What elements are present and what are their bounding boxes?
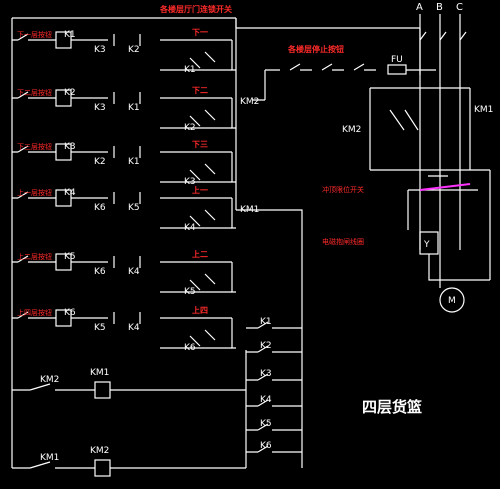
relay-stack-label: K3 — [260, 369, 272, 379]
relay-contact-label: K6 — [94, 267, 106, 277]
relay-contact-label: K5 — [94, 323, 106, 333]
limit-switch-label: 下二 — [192, 86, 208, 95]
coil-row-2-coil: KM2 — [90, 446, 109, 456]
coil-contact-label: K1 — [184, 65, 196, 75]
floor-button-label: 上二层按钮 — [17, 252, 52, 261]
phase-a: A — [416, 2, 423, 13]
top-heading: 各楼层厅门连锁开关 — [159, 4, 232, 14]
coil-row-1-coil: KM1 — [90, 368, 109, 378]
relay-contact-label: K3 — [64, 142, 76, 152]
relay-contact-label: K5 — [128, 203, 140, 213]
relay-contact-label: K2 — [64, 88, 76, 98]
relay-contact-label: K3 — [94, 45, 106, 55]
limit-switch-label: 冲顶限位开关 — [322, 185, 364, 194]
relay-contact-label: K1 — [128, 157, 140, 167]
floor-button-label: 下二层按钮 — [17, 88, 52, 97]
km2-top-label: KM2 — [240, 97, 259, 107]
relay-stack-label: K6 — [260, 441, 272, 451]
relay-stack-label: K5 — [260, 419, 272, 429]
relay-stack-item: K4 — [246, 395, 302, 407]
relay-stack-item: K2 — [246, 341, 302, 353]
relay-contact-label: K4 — [128, 267, 140, 277]
relay-stack-item: K3 — [246, 369, 302, 381]
diagram-title: 四层货篮 — [362, 398, 422, 416]
km2-right-label: KM2 — [342, 125, 361, 135]
coil-row-2-left: KM1 — [40, 453, 59, 463]
relay-stack-label: K4 — [260, 395, 272, 405]
relay-contact-label: K2 — [128, 45, 140, 55]
floor-button-label: 上一层按钮 — [17, 188, 52, 197]
km1-mid-label: KM1 — [240, 205, 259, 215]
limit-switch-label: 下三 — [192, 140, 208, 149]
coil-row-1-left: KM2 — [40, 375, 59, 385]
coil-contact-label: K6 — [184, 343, 196, 353]
limit-switch-label: 上二 — [192, 249, 208, 259]
floor-button-label: 下三层按钮 — [17, 142, 52, 151]
relay-contact-label: K4 — [128, 323, 140, 333]
fuse-label: FU — [391, 55, 403, 65]
relay-contact-label: K4 — [64, 188, 76, 198]
coil-contact-label: K2 — [184, 123, 196, 133]
relay-stack-label: K1 — [260, 317, 272, 327]
relay-stack-label: K2 — [260, 341, 272, 351]
coil-contact-label: K5 — [184, 287, 196, 297]
relay-stack-item: K5 — [246, 419, 302, 431]
floor-button-label: 上四层按钮 — [17, 308, 52, 317]
floor-button-label: 下一层按钮 — [17, 30, 52, 39]
limit-switch-label: 上一 — [192, 185, 208, 195]
brake-label: 电磁抱闸线圈 — [322, 237, 364, 246]
motor-label: M — [448, 296, 456, 306]
relay-contact-label: K2 — [94, 157, 106, 167]
relay-contact-label: K1 — [64, 30, 76, 40]
limit-switch-label: 上四 — [192, 305, 208, 315]
relay-contact-label: K3 — [94, 103, 106, 113]
phase-b: B — [436, 2, 443, 13]
relay-contact-label: K6 — [94, 203, 106, 213]
relay-contact-label: K5 — [64, 252, 76, 262]
limit-switch-label: 下一 — [192, 28, 208, 37]
brake-coil-symbol: Y — [423, 240, 430, 250]
relay-contact-label: K6 — [64, 308, 76, 318]
relay-stack-item: K1 — [246, 317, 302, 329]
phase-c: C — [456, 2, 463, 13]
motor-symbol — [439, 287, 465, 313]
relay-contact-label: K1 — [128, 103, 140, 113]
coil-contact-label: K3 — [184, 177, 196, 187]
coil-contact-label: K4 — [184, 223, 196, 233]
relay-stack-item: K6 — [246, 441, 302, 453]
stop-heading: 各楼层停止按钮 — [287, 44, 344, 54]
km1-right-label: KM1 — [474, 105, 493, 115]
